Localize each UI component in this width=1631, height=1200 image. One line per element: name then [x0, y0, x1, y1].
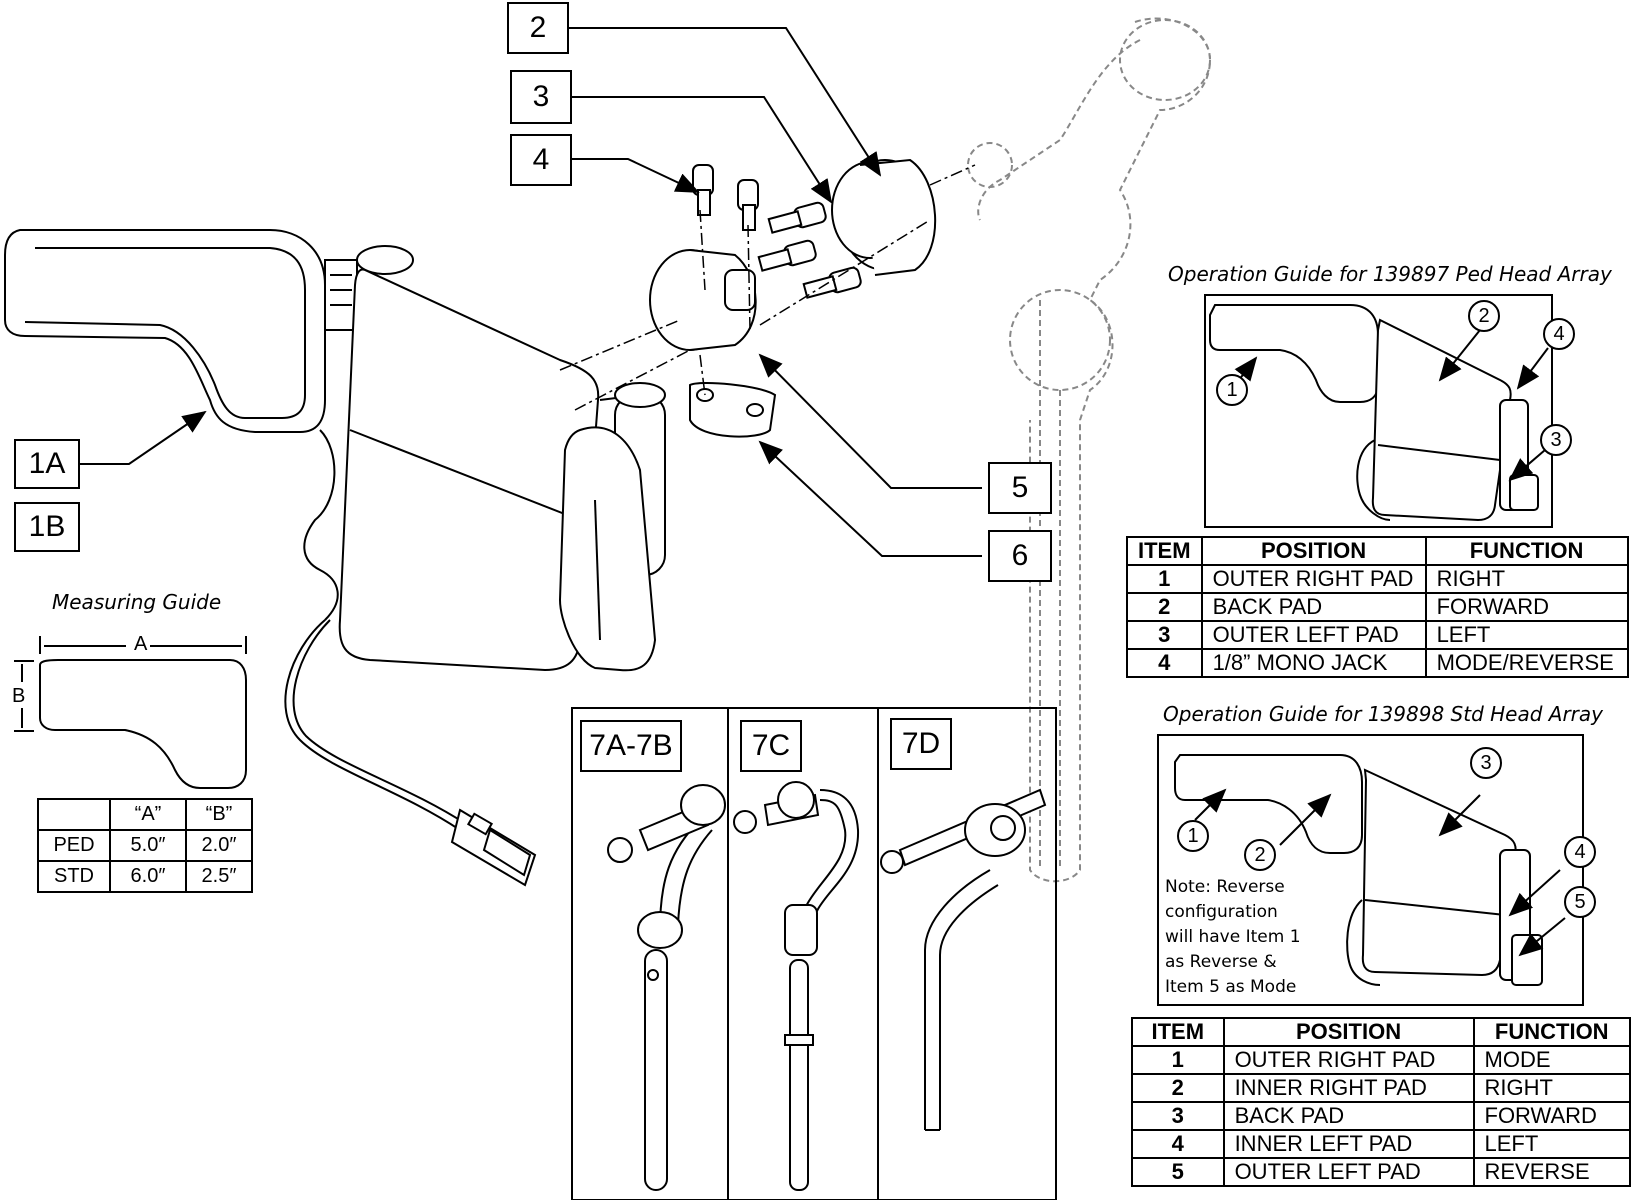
table-row: 4 INNER LEFT PAD LEFT [1131, 1129, 1631, 1159]
table-row: STD 6.0″ 2.5″ [37, 860, 253, 893]
ped-guide-illustration [1204, 294, 1553, 528]
table-cell: 2 [1131, 1073, 1225, 1103]
table-cell: MODE/REVERSE [1424, 648, 1629, 678]
callout-1a: 1A [14, 439, 80, 489]
table-row: 4 1/8” MONO JACK MODE/REVERSE [1126, 648, 1629, 678]
std-guide-table: ITEM POSITION FUNCTION 1 OUTER RIGHT PAD… [1131, 1017, 1631, 1187]
assembly-axes [559, 164, 976, 411]
table-row: 3 BACK PAD FORWARD [1131, 1101, 1631, 1131]
table-row: 2 INNER RIGHT PAD RIGHT [1131, 1073, 1631, 1103]
table-row: 1 OUTER RIGHT PAD RIGHT [1126, 564, 1629, 594]
table-cell: RIGHT [1472, 1073, 1631, 1103]
table-cell: STD [37, 860, 111, 893]
std-circle-2: 2 [1244, 839, 1276, 871]
table-row: PED 5.0″ 2.0″ [37, 829, 253, 862]
table-cell: INNER LEFT PAD [1222, 1129, 1475, 1159]
leader-lines [80, 27, 982, 557]
table-cell: 1 [1126, 564, 1203, 594]
table-header-row: ITEM POSITION FUNCTION [1131, 1017, 1631, 1047]
column-header: ITEM [1126, 536, 1203, 566]
table-cell: 6.0″ [109, 860, 187, 893]
table-cell: 2.5″ [185, 860, 253, 893]
std-circle-1: 1 [1177, 820, 1209, 852]
table-cell: 1 [1131, 1045, 1225, 1075]
callout-2: 2 [507, 2, 569, 54]
table-cell: “A” [109, 798, 187, 831]
table-cell: RIGHT [1424, 564, 1629, 594]
callout-3: 3 [510, 70, 572, 124]
table-header-row: “A” “B” [37, 798, 253, 831]
column-header: POSITION [1200, 536, 1427, 566]
std-guide-illustration [1157, 734, 1584, 1006]
table-cell: BACK PAD [1222, 1101, 1475, 1131]
table-header-row: ITEM POSITION FUNCTION [1126, 536, 1629, 566]
table-cell: BACK PAD [1200, 592, 1427, 622]
table-cell: OUTER RIGHT PAD [1222, 1045, 1475, 1075]
table-cell [37, 798, 111, 831]
measuring-guide-title: Measuring Guide [52, 590, 222, 614]
table-row: 1 OUTER RIGHT PAD MODE [1131, 1045, 1631, 1075]
table-cell: “B” [185, 798, 253, 831]
table-cell: 3 [1126, 620, 1203, 650]
arm-7d [880, 788, 1047, 1131]
arm-7a-7b [607, 784, 726, 1191]
table-cell: 4 [1126, 648, 1203, 678]
ped-guide-title: Operation Guide for 139897 Ped Head Arra… [1168, 262, 1612, 286]
back-pad [338, 245, 666, 672]
callout-1b: 1B [14, 502, 80, 552]
measuring-table: “A” “B” PED 5.0″ 2.0″ STD 6.0″ 2.5″ [37, 798, 253, 893]
table-row: 3 OUTER LEFT PAD LEFT [1126, 620, 1629, 650]
cable-connector [284, 429, 537, 887]
hub-hardware [649, 158, 936, 438]
callout-5: 5 [988, 462, 1052, 514]
table-cell: 4 [1131, 1129, 1225, 1159]
table-cell: MODE [1472, 1045, 1631, 1075]
table-cell: OUTER LEFT PAD [1222, 1157, 1475, 1187]
std-circle-4: 4 [1564, 836, 1596, 868]
table-cell: LEFT [1472, 1129, 1631, 1159]
table-cell: 3 [1131, 1101, 1225, 1131]
std-circle-5: 5 [1564, 886, 1596, 918]
table-cell: 5.0″ [109, 829, 187, 862]
table-cell: FORWARD [1472, 1101, 1631, 1131]
table-cell: OUTER LEFT PAD [1200, 620, 1427, 650]
panel-label-7c: 7C [740, 720, 802, 772]
dim-a-label: A [134, 633, 148, 655]
column-header: FUNCTION [1424, 536, 1629, 566]
reverse-config-note: Note: Reverse configuration will have It… [1165, 877, 1301, 997]
accessory-panels [571, 707, 1057, 1200]
dim-b-label: B [12, 685, 26, 707]
std-circle-3: 3 [1470, 747, 1502, 779]
ped-circle-1: 1 [1216, 374, 1248, 406]
table-cell: PED [37, 829, 111, 862]
side-pad [4, 229, 358, 433]
table-row: 5 OUTER LEFT PAD REVERSE [1131, 1157, 1631, 1187]
panel-label-7a-7b: 7A-7B [580, 720, 682, 772]
column-header: POSITION [1222, 1017, 1475, 1047]
ped-circle-3: 3 [1540, 424, 1572, 456]
table-cell: REVERSE [1472, 1157, 1631, 1187]
ped-circle-2: 2 [1468, 300, 1500, 332]
table-cell: FORWARD [1424, 592, 1629, 622]
arm-7c [733, 781, 860, 1191]
ghost-mounting-arm [967, 17, 1212, 883]
table-cell: 5 [1131, 1157, 1225, 1187]
table-cell: 2.0″ [185, 829, 253, 862]
callout-6: 6 [988, 530, 1052, 582]
std-guide-title: Operation Guide for 139898 Std Head Arra… [1163, 702, 1603, 726]
table-cell: OUTER RIGHT PAD [1200, 564, 1427, 594]
measuring-pad [14, 636, 247, 789]
ped-guide-table: ITEM POSITION FUNCTION 1 OUTER RIGHT PAD… [1126, 536, 1629, 678]
column-header: ITEM [1131, 1017, 1225, 1047]
table-cell: 1/8” MONO JACK [1200, 648, 1427, 678]
callout-4: 4 [510, 134, 572, 186]
table-cell: LEFT [1424, 620, 1629, 650]
panel-label-7d: 7D [890, 718, 952, 770]
column-header: FUNCTION [1472, 1017, 1631, 1047]
table-row: 2 BACK PAD FORWARD [1126, 592, 1629, 622]
table-cell: INNER RIGHT PAD [1222, 1073, 1475, 1103]
ped-circle-4: 4 [1543, 318, 1575, 350]
table-cell: 2 [1126, 592, 1203, 622]
